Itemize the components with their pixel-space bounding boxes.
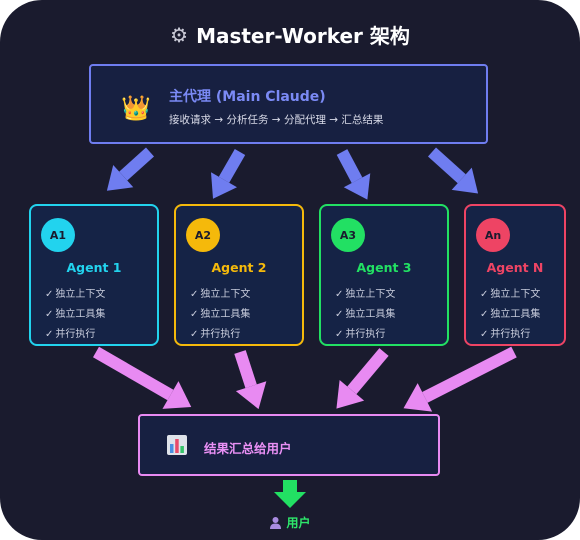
agent-feature: ✓独立工具集 — [335, 309, 396, 320]
agent-feature: ✓独立工具集 — [190, 309, 251, 320]
agent-feature: ✓独立上下文 — [190, 289, 251, 300]
main-agent-description: 接收请求 → 分析任务 → 分配代理 → 汇总结果 — [169, 114, 384, 126]
agent-badge: A3 — [331, 218, 365, 252]
arrow-agent-3-to-result — [336, 348, 389, 409]
user-row: 用户 — [0, 514, 580, 531]
arrow-main-to-agent-1 — [106, 147, 155, 191]
agent-feature: ✓独立上下文 — [45, 289, 106, 300]
gear-icon: ⚙ — [170, 22, 189, 47]
agent-card-n: An Agent N ✓独立上下文 ✓独立工具集 ✓并行执行 — [464, 204, 566, 346]
check-icon: ✓ — [480, 289, 489, 300]
agent-badge: A2 — [186, 218, 220, 252]
agent-badge: An — [476, 218, 510, 252]
agent-feature: ✓独立上下文 — [480, 289, 541, 300]
crown-icon: 👑 — [121, 94, 151, 122]
check-icon: ✓ — [190, 289, 199, 300]
arrow-main-to-agent-n — [427, 147, 479, 194]
check-icon: ✓ — [335, 289, 344, 300]
down-arrows — [106, 147, 479, 200]
check-icon: ✓ — [45, 309, 54, 320]
arrow-agent-2-to-result — [234, 350, 267, 410]
up-arrows — [93, 346, 517, 412]
agent-feature: ✓并行执行 — [335, 329, 386, 340]
agent-card-1: A1 Agent 1 ✓独立上下文 ✓独立工具集 ✓并行执行 — [29, 204, 159, 346]
user-label: 用户 — [286, 516, 311, 530]
check-icon: ✓ — [480, 329, 489, 340]
diagram-title-row: ⚙ Master-Worker 架构 — [0, 20, 580, 49]
user-icon — [270, 517, 282, 529]
agent-card-2: A2 Agent 2 ✓独立上下文 ✓独立工具集 ✓并行执行 — [174, 204, 304, 346]
arrow-main-to-agent-2 — [211, 149, 246, 199]
agent-feature: ✓独立上下文 — [335, 289, 396, 300]
diagram-title: Master-Worker 架构 — [196, 24, 410, 48]
check-icon: ✓ — [45, 329, 54, 340]
arrow-agent-1-to-result — [93, 346, 192, 409]
main-agent-box: 👑 主代理 (Main Claude) 接收请求 → 分析任务 → 分配代理 →… — [89, 64, 488, 144]
agent-name: Agent 3 — [356, 260, 412, 275]
agent-name: Agent 2 — [211, 260, 267, 275]
agent-feature: ✓独立工具集 — [480, 309, 541, 320]
check-icon: ✓ — [45, 289, 54, 300]
arrow-result-to-user — [274, 480, 306, 508]
agent-feature: ✓并行执行 — [190, 329, 241, 340]
arrow-agent-n-to-result — [403, 346, 517, 412]
check-icon: ✓ — [335, 329, 344, 340]
check-icon: ✓ — [190, 309, 199, 320]
arrow-main-to-agent-3 — [336, 149, 371, 200]
agent-badge: A1 — [41, 218, 75, 252]
check-icon: ✓ — [480, 309, 489, 320]
bar-chart-icon — [167, 435, 187, 455]
agent-feature: ✓独立工具集 — [45, 309, 106, 320]
agent-feature: ✓并行执行 — [480, 329, 531, 340]
main-agent-title: 主代理 (Main Claude) — [169, 89, 326, 105]
result-label: 结果汇总给用户 — [204, 441, 292, 456]
agent-name: Agent 1 — [66, 260, 122, 275]
agent-name: Agent N — [486, 260, 544, 275]
result-box: 结果汇总给用户 — [138, 414, 440, 476]
agent-feature: ✓并行执行 — [45, 329, 96, 340]
check-icon: ✓ — [335, 309, 344, 320]
check-icon: ✓ — [190, 329, 199, 340]
agent-card-3: A3 Agent 3 ✓独立上下文 ✓独立工具集 ✓并行执行 — [319, 204, 449, 346]
